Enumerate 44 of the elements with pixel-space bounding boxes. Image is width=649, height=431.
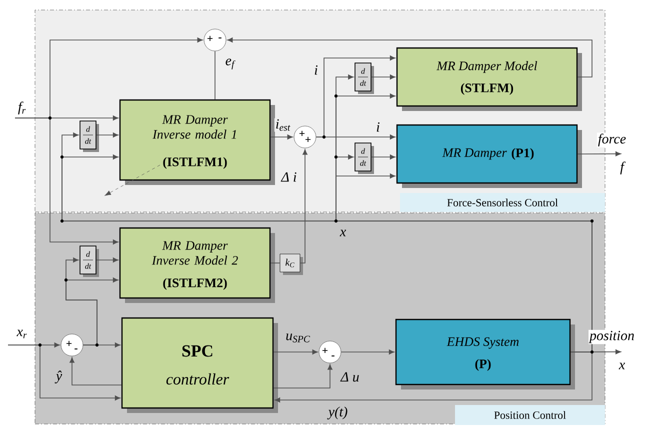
edge-label: y(t) bbox=[327, 406, 349, 420]
block-box: MR Damper Inverse Model 2 (ISTLFM2) bbox=[119, 227, 275, 303]
connector bbox=[14, 118, 118, 244]
block-box: SPC controller bbox=[121, 317, 278, 413]
connector bbox=[96, 258, 118, 262]
connector bbox=[214, 50, 216, 100]
edge-label: i bbox=[375, 121, 381, 133]
summing-junction: + - bbox=[60, 334, 84, 356]
gain-block: k$_{C}$ bbox=[280, 254, 303, 275]
edge-label: u$_{SPC}$ bbox=[284, 332, 312, 344]
block-box: MR Damper Inverse model 1 (ISTLFM1) bbox=[119, 99, 275, 185]
connector bbox=[274, 352, 592, 402]
connector bbox=[270, 134, 293, 140]
edge-label: Δ i bbox=[280, 171, 298, 183]
summing-junction: + + bbox=[294, 126, 316, 148]
signal-label: x bbox=[340, 230, 346, 236]
signal-label: x bbox=[618, 362, 625, 370]
connector bbox=[96, 132, 118, 138]
edge-label: e$_{f}$ bbox=[224, 58, 236, 70]
connector bbox=[577, 151, 621, 156]
block-box: EHDS System (P) bbox=[395, 318, 575, 390]
connector bbox=[227, 38, 592, 78]
connector bbox=[273, 364, 332, 388]
edge-label: f$_{r}$ bbox=[16, 100, 28, 116]
connector bbox=[273, 350, 318, 354]
connector bbox=[371, 154, 396, 160]
signal-label: f bbox=[620, 162, 626, 174]
edge-label: x$_{r}$ bbox=[16, 328, 28, 340]
connector bbox=[8, 344, 120, 400]
block-box: MR Damper Model (STLFM) bbox=[396, 47, 582, 111]
connector bbox=[316, 134, 396, 140]
connector bbox=[66, 278, 118, 346]
edge-label: i bbox=[313, 64, 319, 76]
edge-label: force bbox=[596, 132, 628, 148]
connector bbox=[300, 149, 308, 264]
summing-junction: + - bbox=[204, 28, 226, 52]
summing-junction: + - bbox=[318, 340, 342, 364]
connector bbox=[340, 350, 394, 354]
connector bbox=[371, 74, 396, 80]
block-box: MR Damper (P1) bbox=[396, 124, 582, 188]
connector bbox=[270, 262, 280, 264]
edge-label: position bbox=[588, 330, 636, 344]
edge-label: Δ u bbox=[340, 371, 360, 383]
connector bbox=[70, 357, 122, 386]
